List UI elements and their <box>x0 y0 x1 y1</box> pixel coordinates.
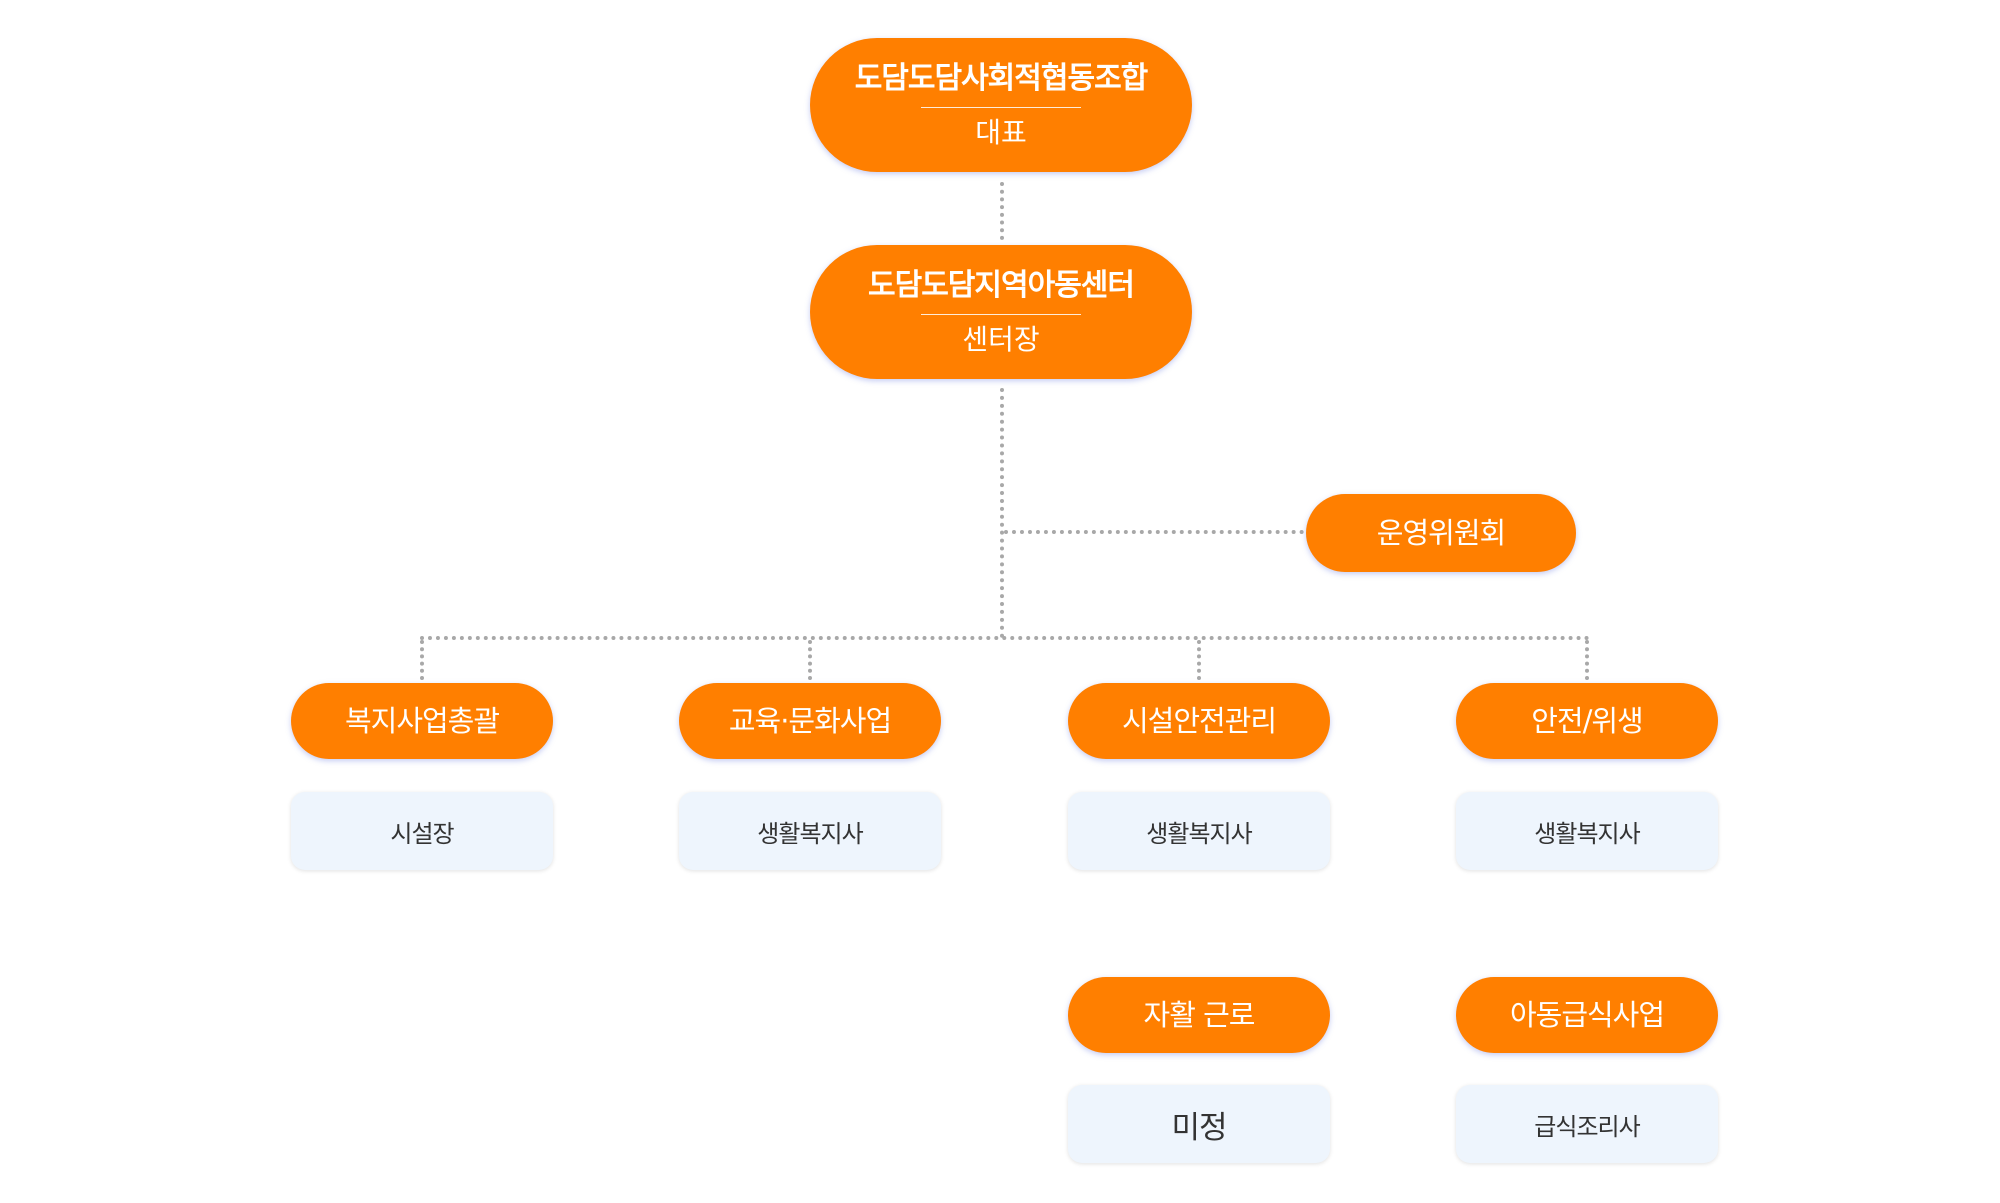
connector-dept-3 <box>1197 640 1201 680</box>
connector-dept-4 <box>1585 640 1589 680</box>
staff-label: 급식조리사 <box>1534 1112 1640 1141</box>
dept-node-2[interactable]: 교육·문화사업 <box>679 683 941 759</box>
org-node-cooperative[interactable]: 도담도담사회적협동조합 대표 <box>810 38 1192 172</box>
staff-label: 생활복지사 <box>1534 819 1640 848</box>
dept-node-3[interactable]: 시설안전관리 <box>1068 683 1330 759</box>
dept-title: 복지사업총괄 <box>344 703 500 738</box>
staff-box-2: 생활복지사 <box>679 792 941 870</box>
center-role: 센터장 <box>962 322 1040 356</box>
org-role: 대표 <box>975 115 1027 149</box>
subdept-node-1[interactable]: 자활 근로 <box>1068 977 1330 1053</box>
committee-title: 운영위원회 <box>1376 515 1506 550</box>
subdept-title: 자활 근로 <box>1143 997 1256 1032</box>
dept-title: 교육·문화사업 <box>728 703 892 738</box>
org-node-center[interactable]: 도담도담지역아동센터 센터장 <box>810 245 1192 379</box>
staff-label: 생활복지사 <box>1146 819 1252 848</box>
org-node-committee[interactable]: 운영위원회 <box>1306 494 1576 572</box>
subdept-staff-box-1: 미정 <box>1068 1085 1330 1163</box>
connector-center-departments <box>1000 388 1004 638</box>
dept-node-4[interactable]: 안전/위생 <box>1456 683 1718 759</box>
center-title: 도담도담지역아동센터 <box>868 267 1135 303</box>
staff-label: 미정 <box>1171 1109 1227 1146</box>
staff-box-3: 생활복지사 <box>1068 792 1330 870</box>
staff-box-4: 생활복지사 <box>1456 792 1718 870</box>
subdept-node-2[interactable]: 아동급식사업 <box>1456 977 1718 1053</box>
divider <box>921 106 1081 108</box>
staff-label: 시설장 <box>390 819 454 848</box>
dept-title: 안전/위생 <box>1531 703 1643 738</box>
org-title: 도담도담사회적협동조합 <box>854 60 1149 96</box>
connector-org-center <box>1000 182 1004 240</box>
dept-node-1[interactable]: 복지사업총괄 <box>291 683 553 759</box>
subdept-staff-box-2: 급식조리사 <box>1456 1085 1718 1163</box>
connector-committee <box>1004 530 1304 534</box>
divider <box>921 313 1081 315</box>
staff-label: 생활복지사 <box>757 819 863 848</box>
dept-title: 시설안전관리 <box>1121 703 1277 738</box>
connector-dept-1 <box>420 640 424 680</box>
connector-departments-bar <box>420 636 1590 640</box>
connector-dept-2 <box>808 640 812 680</box>
subdept-title: 아동급식사업 <box>1509 997 1665 1032</box>
staff-box-1: 시설장 <box>291 792 553 870</box>
